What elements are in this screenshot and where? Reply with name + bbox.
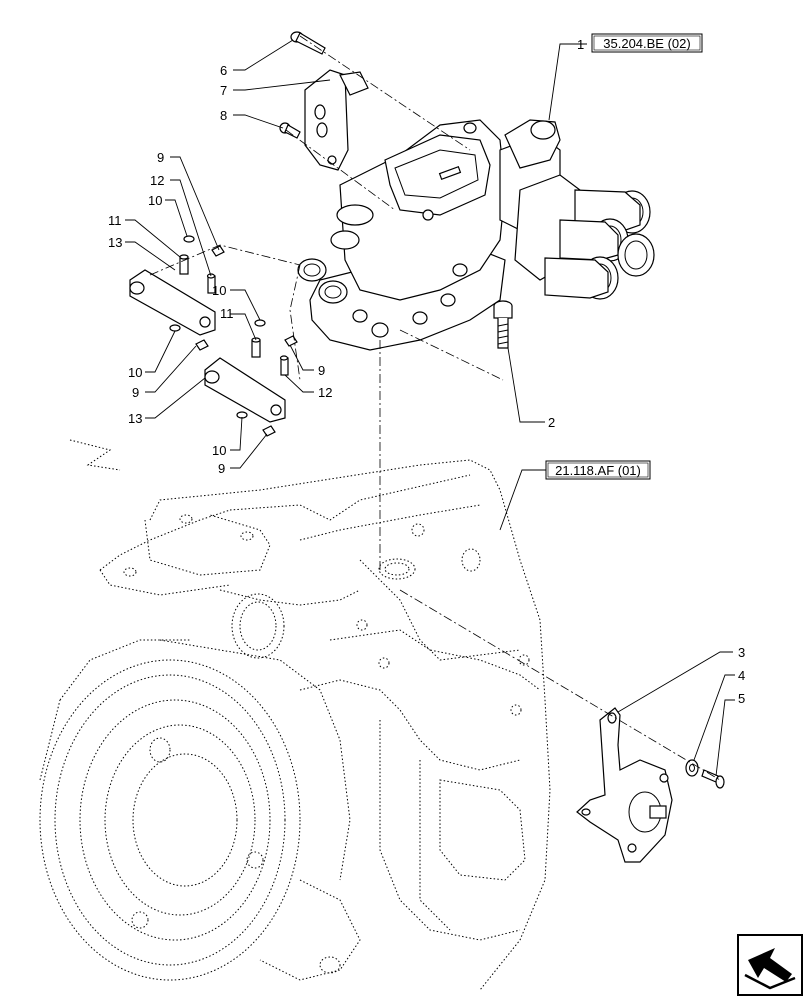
callout-1: 1 (577, 37, 584, 52)
callout-13-top: 13 (108, 235, 122, 250)
callout-11-mid: 11 (220, 306, 234, 321)
callout-8: 8 (220, 108, 227, 123)
washer-4 (685, 759, 699, 777)
reference-label-housing: 21.118.AF (01) (555, 463, 641, 478)
callout-9-top: 9 (157, 150, 164, 165)
clips-9 (195, 245, 298, 437)
sensor-bracket-3 (576, 707, 673, 863)
callout-10-top: 10 (148, 193, 162, 208)
lever-link-upper (129, 269, 216, 336)
pin-11-upper (179, 254, 189, 275)
leader-lines (125, 39, 735, 777)
callout-7: 7 (220, 83, 227, 98)
reference-label-valve: 35.204.BE (02) (603, 36, 690, 51)
control-valve-assembly (297, 119, 655, 351)
reference-box-housing[interactable]: 21.118.AF (01) (545, 460, 651, 480)
quick-coupler-1 (574, 189, 651, 234)
reference-box-valve[interactable]: 35.204.BE (02) (591, 33, 703, 53)
transmission-housing (39, 439, 551, 991)
callout-labels: 1 2 3 4 5 6 7 8 9 9 9 9 10 10 10 10 11 1… (108, 37, 745, 706)
lever-link-lower (204, 357, 286, 423)
callout-11-top: 11 (108, 213, 122, 228)
callout-12-right: 12 (318, 385, 332, 400)
callout-6: 6 (220, 63, 227, 78)
callout-10-bottom: 10 (212, 443, 226, 458)
pin-12-upper (206, 273, 216, 294)
quick-coupler-3 (617, 233, 655, 277)
screw-6 (290, 31, 326, 55)
callout-5: 5 (738, 691, 745, 706)
callout-2: 2 (548, 415, 555, 430)
pin-12-lower (279, 355, 289, 376)
mounting-bracket (304, 69, 369, 171)
callout-9-right: 9 (318, 363, 325, 378)
callout-12-top: 12 (150, 173, 164, 188)
pin-11-lower (251, 337, 261, 358)
callout-9-mid: 9 (132, 385, 139, 400)
assembly-centerlines (149, 35, 721, 781)
screw-8 (279, 122, 301, 139)
valve-fitting-left (297, 204, 374, 304)
callout-10-mid: 10 (212, 283, 226, 298)
callout-9-bottom: 9 (218, 461, 225, 476)
bolt-2 (493, 300, 513, 349)
callout-10-left: 10 (128, 365, 142, 380)
quick-coupler-4 (544, 256, 619, 300)
next-page-arrow-icon[interactable] (737, 934, 803, 996)
callout-4: 4 (738, 668, 745, 683)
screw-5 (701, 769, 725, 789)
callout-3: 3 (738, 645, 745, 660)
callout-13-bottom: 13 (128, 411, 142, 426)
